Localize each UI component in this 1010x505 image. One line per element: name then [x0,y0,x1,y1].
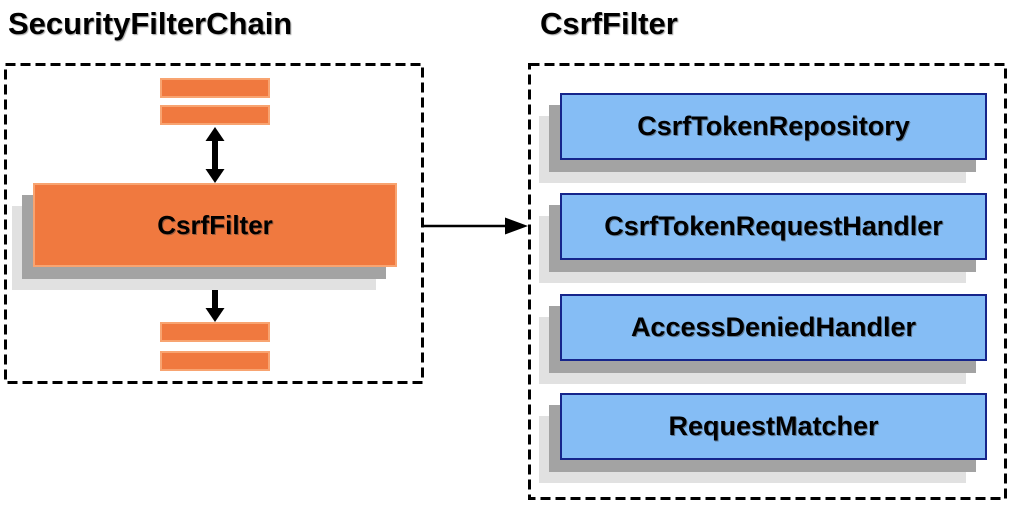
double-arrow-bottom [205,267,225,322]
csrf-filter-title: CsrfFilter [540,6,678,41]
component-access-denied-handler: AccessDeniedHandler [560,294,987,361]
component-csrf-token-repository: CsrfTokenRepository [560,93,987,160]
filter-bar [160,322,270,342]
component-request-matcher: RequestMatcher [560,393,987,460]
flow-arrow [424,217,528,235]
double-arrow-top [205,127,225,183]
filter-bar [160,78,270,98]
filter-bar [160,105,270,125]
component-csrf-token-request-handler: CsrfTokenRequestHandler [560,193,987,260]
filter-bar [160,351,270,371]
csrf-filter-node: CsrfFilter [33,183,397,267]
security-filter-chain-title: SecurityFilterChain [8,6,293,41]
